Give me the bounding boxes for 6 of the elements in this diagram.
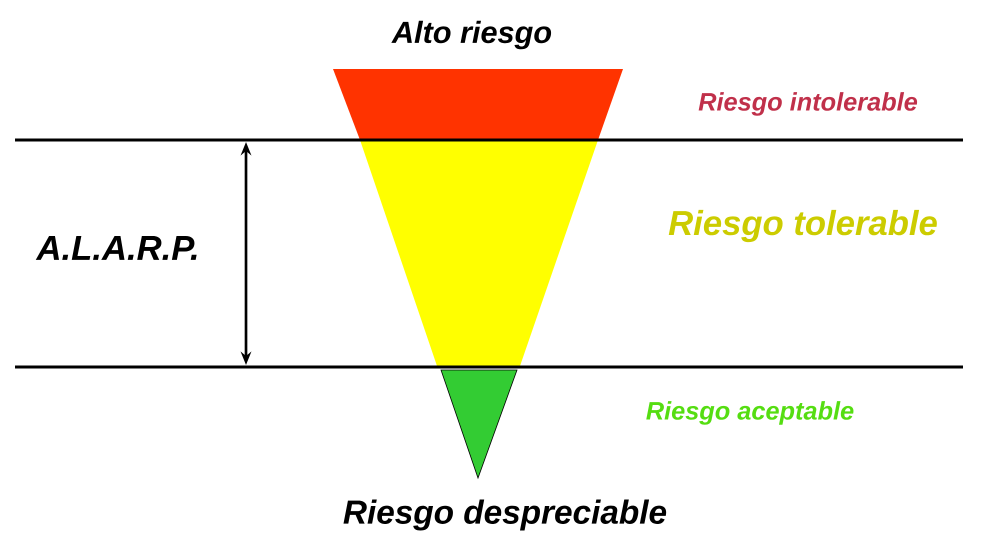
zone-label: Riesgo aceptable: [646, 401, 854, 425]
zone-label: Riesgo tolerable: [668, 210, 937, 242]
range-label: A.L.A.R.P.: [36, 236, 197, 260]
heading: Riesgo despreciable: [344, 499, 666, 531]
heading: Alto riesgo: [391, 20, 552, 50]
zone-label: Riesgo intolerable: [698, 92, 918, 116]
